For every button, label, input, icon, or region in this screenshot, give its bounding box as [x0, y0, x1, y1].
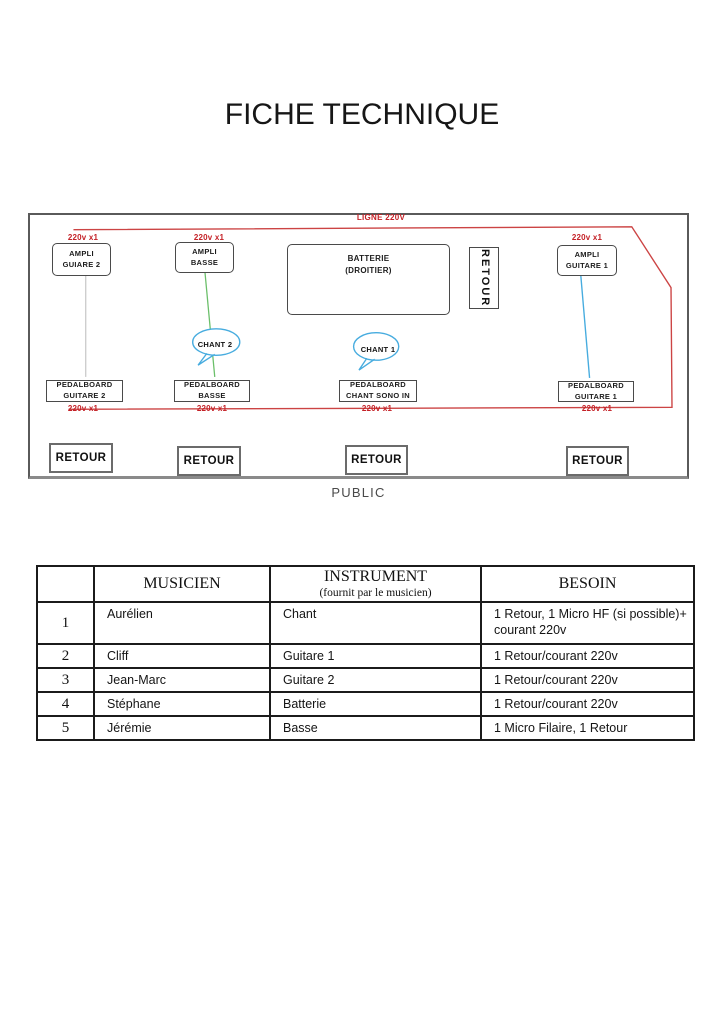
power-line-220v: [68, 226, 673, 410]
retour-side-label: RETOUR: [478, 248, 491, 308]
power-label-ampli-basse: 220v x1: [193, 233, 225, 242]
pedalboard-basse-box: PEDALBOARD BASSE: [174, 380, 250, 402]
pedalboard-guitare2-line1: PEDALBOARD: [56, 380, 113, 390]
pedalboard-guitare1-box: PEDALBOARD GUITARE 1: [558, 381, 634, 402]
cell-num: 2: [36, 643, 95, 669]
pedalboard-guitare2-line2: GUITARE 2: [63, 391, 106, 400]
pedalboard-chant-line2: CHANT SONO IN: [346, 391, 410, 400]
cell-num: 5: [36, 715, 95, 741]
pedalboard-chant-box: PEDALBOARD CHANT SONO IN: [339, 380, 417, 402]
power-label-ampli-guiare2: 220v x1: [67, 233, 99, 242]
power-label-pedalboard-guitare1: 220v x1: [581, 404, 613, 413]
cell-num: 1: [36, 601, 95, 645]
cell-besoin: 1 Retour, 1 Micro HF (si possible)+ cour…: [480, 601, 695, 645]
batterie-line2: (DROITIER): [345, 265, 392, 275]
monitor-retour-4: RETOUR: [566, 446, 629, 476]
chant2-bubble-label: CHANT 2: [197, 340, 233, 349]
table-row: 4 Stéphane Batterie 1 Retour/courant 220…: [36, 691, 695, 717]
cell-num: 3: [36, 667, 95, 693]
chant1-bubble-tail: [358, 357, 376, 371]
ampli-guitare1-line1: AMPLI: [574, 249, 600, 259]
musicians-table: MUSICIEN INSTRUMENT (fournit par le musi…: [36, 565, 695, 741]
chant1-bubble-label: CHANT 1: [360, 345, 396, 354]
ampli-basse-box: AMPLI BASSE: [175, 242, 234, 273]
pedalboard-guitare2-box: PEDALBOARD GUITARE 2: [46, 380, 123, 402]
page-title: FICHE TECHNIQUE: [224, 98, 500, 131]
table-row: 1 Aurélien Chant 1 Retour, 1 Micro HF (s…: [36, 601, 695, 645]
ampli-guitare1-box: AMPLI GUITARE 1: [557, 245, 617, 276]
cell-musicien: Jean-Marc: [93, 667, 271, 693]
header-number: [36, 565, 95, 603]
monitor-retour-2: RETOUR: [177, 446, 241, 476]
pedalboard-chant-line1: PEDALBOARD: [350, 380, 406, 390]
cell-instrument: Basse: [269, 715, 482, 741]
header-instrument: INSTRUMENT (fournit par le musicien): [269, 565, 482, 603]
cell-musicien: Jérémie: [93, 715, 271, 741]
cable-guitare1: [580, 274, 591, 378]
cell-instrument: Chant: [269, 601, 482, 645]
ampli-guiare2-box: AMPLI GUIARE 2: [52, 243, 111, 276]
cell-num: 4: [36, 691, 95, 717]
table-header-row: MUSICIEN INSTRUMENT (fournit par le musi…: [36, 565, 695, 603]
power-label-pedalboard-chant: 220v x1: [361, 404, 393, 413]
cell-instrument: Guitare 1: [269, 643, 482, 669]
table-row: 2 Cliff Guitare 1 1 Retour/courant 220v: [36, 643, 695, 669]
ligne-220v-label: LIGNE 220V: [356, 213, 406, 222]
pedalboard-guitare1-line1: PEDALBOARD: [568, 380, 624, 390]
cell-instrument: Guitare 2: [269, 667, 482, 693]
cell-musicien: Stéphane: [93, 691, 271, 717]
batterie-box: BATTERIE (DROITIER): [287, 244, 450, 315]
chant1-bubble: [352, 332, 400, 361]
power-label-pedalboard-guitare2: 220v x1: [67, 404, 99, 413]
pedalboard-guitare1-line2: GUITARE 1: [574, 391, 618, 401]
monitor-retour-1: RETOUR: [49, 443, 113, 473]
cell-besoin: 1 Retour/courant 220v: [480, 667, 695, 693]
cell-besoin: 1 Micro Filaire, 1 Retour: [480, 715, 695, 741]
retour-side-box: RETOUR: [469, 247, 499, 309]
batterie-line1: BATTERIE: [347, 254, 390, 263]
cell-besoin: 1 Retour/courant 220v: [480, 643, 695, 669]
header-besoin: BESOIN: [480, 565, 695, 603]
pedalboard-basse-line2: BASSE: [198, 391, 226, 400]
stage-diagram: LIGNE 220V 220v x1 220v x1 220v x1 AMPLI…: [28, 213, 689, 479]
table-row: 5 Jérémie Basse 1 Micro Filaire, 1 Retou…: [36, 715, 695, 741]
chant2-bubble-tail: [197, 352, 216, 366]
stage-wiring-lines: [68, 226, 673, 410]
chant2-bubble: [191, 328, 241, 356]
monitor-retour-3: RETOUR: [345, 445, 408, 475]
ampli-guiare2-line1: AMPLI: [69, 248, 94, 258]
header-instrument-sub: (fournit par le musicien): [319, 587, 432, 600]
ampli-basse-line2: BASSE: [190, 257, 219, 267]
ampli-guitare1-line2: GUITARE 1: [565, 260, 609, 270]
table-row: 3 Jean-Marc Guitare 2 1 Retour/courant 2…: [36, 667, 695, 693]
cable-basse: [204, 271, 216, 377]
pedalboard-basse-line1: PEDALBOARD: [184, 380, 240, 390]
header-instrument-main: INSTRUMENT: [323, 568, 428, 586]
ampli-basse-line1: AMPLI: [192, 246, 217, 256]
power-label-pedalboard-basse: 220v x1: [196, 404, 228, 413]
cell-instrument: Batterie: [269, 691, 482, 717]
public-label: PUBLIC: [331, 485, 386, 500]
header-musicien: MUSICIEN: [93, 565, 271, 603]
power-label-ampli-guitare1: 220v x1: [571, 233, 603, 242]
cell-besoin: 1 Retour/courant 220v: [480, 691, 695, 717]
cell-musicien: Aurélien: [93, 601, 271, 645]
ampli-guiare2-line2: GUIARE 2: [62, 259, 101, 269]
cell-musicien: Cliff: [93, 643, 271, 669]
